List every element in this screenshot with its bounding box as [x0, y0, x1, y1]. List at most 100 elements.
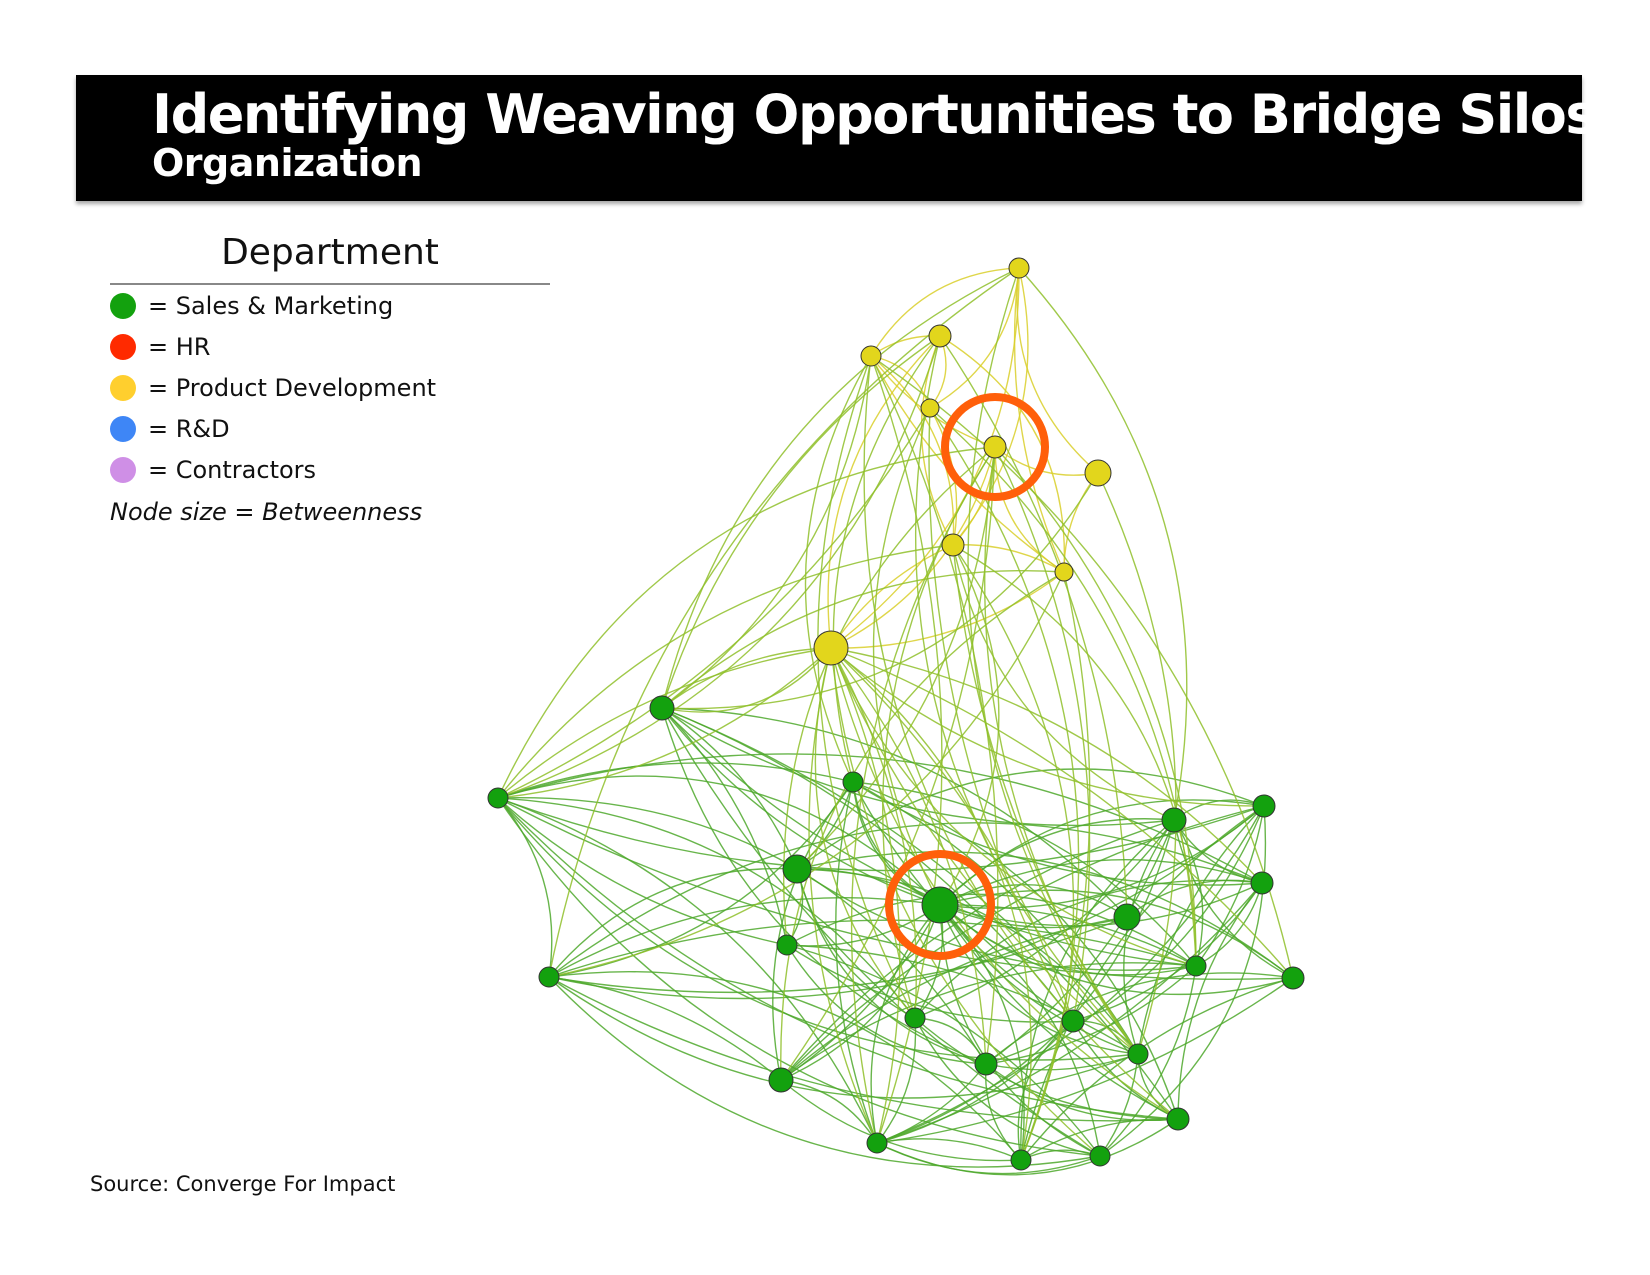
network-edge: [497, 335, 941, 799]
network-edge: [914, 1017, 1179, 1120]
network-edge: [661, 472, 1099, 710]
network-edge: [661, 355, 872, 709]
sales-marketing-node: [974, 1052, 998, 1076]
network-edge: [830, 647, 1139, 1055]
sales-marketing-node: [1061, 1009, 1085, 1033]
page-subtitle: Organization: [152, 141, 423, 185]
network-edge: [772, 781, 854, 1081]
network-edge: [1018, 267, 1188, 821]
network-edge: [497, 797, 987, 1065]
network-edge: [830, 647, 1179, 1120]
network-edge: [780, 1079, 1022, 1162]
network-edge: [786, 893, 1197, 967]
network-edge: [876, 1138, 1022, 1161]
highlight-ring: [885, 850, 995, 960]
network-edge: [928, 407, 1074, 1022]
product-development-node: [860, 345, 882, 367]
network-edge: [548, 267, 1020, 978]
network-edge: [939, 904, 1179, 1120]
network-edge: [985, 805, 1265, 1065]
network-edge: [994, 446, 1091, 1022]
network-edge: [830, 571, 1065, 649]
network-edge: [786, 904, 941, 947]
network-edge: [830, 647, 1265, 807]
network-edge: [548, 976, 1179, 1122]
product-development-node: [1084, 459, 1112, 487]
network-edge: [548, 971, 1022, 1161]
network-edge: [661, 647, 832, 713]
network-edge: [1020, 571, 1091, 1161]
network-edge: [786, 944, 1139, 1055]
network-edge: [817, 355, 916, 1019]
network-edge: [497, 797, 916, 1019]
sales-marketing-node: [1185, 955, 1207, 977]
network-edge: [786, 944, 987, 1065]
network-edge: [497, 797, 878, 1144]
network-edge: [929, 267, 1020, 409]
network-edge: [661, 707, 788, 946]
network-edge: [830, 647, 918, 1019]
network-edge: [661, 707, 1197, 967]
network-edge: [497, 762, 854, 799]
network-edge: [939, 904, 1139, 1055]
network-edge: [876, 805, 1265, 1144]
legend-item-product-development: = Product Development: [110, 367, 550, 408]
network-edge: [661, 707, 1175, 827]
network-edge: [1016, 267, 1099, 474]
network-edge: [830, 446, 996, 649]
network-edge: [876, 977, 1294, 1144]
sales-marketing-node: [921, 886, 959, 924]
network-edge: [1020, 1118, 1179, 1161]
network-edge: [497, 797, 788, 946]
legend-label: = Contractors: [148, 455, 317, 484]
network-edge: [548, 805, 1265, 1000]
network-edge: [1173, 819, 1204, 967]
network-edge: [780, 446, 996, 1081]
network-nodes: [487, 257, 1305, 1171]
network-edge: [497, 797, 1294, 980]
network-edge: [1173, 819, 1294, 979]
network-edge: [870, 355, 955, 546]
network-edge: [852, 781, 1263, 886]
network-edge: [870, 267, 1020, 357]
network-edge: [1195, 882, 1263, 967]
sales-marketing-node: [1113, 903, 1141, 931]
network-edge: [870, 355, 1294, 979]
sales-marketing-node: [487, 787, 509, 809]
network-edge: [548, 976, 1101, 1168]
hr-swatch: [110, 333, 136, 360]
page-title: Identifying Weaving Opportunities to Bri…: [152, 83, 1597, 146]
product-development-node: [1054, 562, 1074, 582]
network-edge: [780, 904, 941, 1081]
network-edge: [780, 1079, 878, 1144]
network-edge: [830, 647, 1101, 1157]
network-edge: [914, 819, 1175, 1019]
product-development-node: [941, 533, 965, 557]
network-edge: [832, 335, 941, 783]
sales-marketing-node: [904, 1007, 926, 1029]
network-edge: [985, 1053, 1139, 1071]
network-edge: [661, 335, 941, 709]
network-edge: [967, 267, 1139, 1055]
network-edge: [1137, 805, 1265, 1055]
network-edge: [939, 335, 1128, 918]
rd-swatch: [110, 415, 136, 442]
sales-marketing-node: [1089, 1145, 1111, 1167]
sales-marketing-node: [649, 695, 675, 721]
network-edge: [548, 897, 941, 978]
network-edge: [939, 818, 1175, 906]
sales-marketing-node: [866, 1132, 888, 1154]
legend-label: = Sales & Marketing: [148, 291, 394, 320]
network-edge: [827, 335, 941, 649]
legend-label: = R&D: [148, 414, 230, 443]
network-edge: [876, 1020, 1074, 1144]
network-edge: [796, 868, 987, 1065]
network-edge: [1195, 805, 1265, 967]
product-development-node: [813, 630, 849, 666]
sales-marketing-node: [538, 966, 560, 988]
network-edge: [830, 647, 1294, 979]
legend-item-rd: = R&D: [110, 408, 550, 449]
network-edge: [548, 867, 798, 978]
network-edge: [876, 1017, 917, 1144]
legend-label: = HR: [148, 332, 211, 361]
